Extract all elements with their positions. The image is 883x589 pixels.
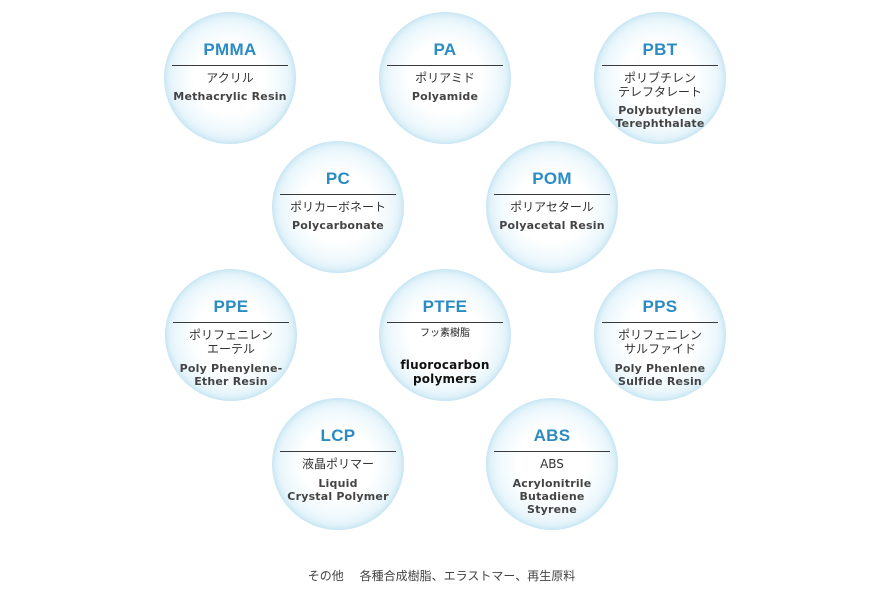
divider (173, 322, 289, 323)
material-name-en: Polyamide (411, 90, 479, 103)
material-name-jp: フッ素樹脂 (420, 328, 470, 339)
material-abbr: PPS (642, 297, 678, 316)
material-abbr: PTFE (422, 297, 468, 316)
footer-label: その他 (307, 569, 344, 583)
material-circle-ptfe: PTFE フッ素樹脂 fluorocarbon polymers (379, 269, 511, 401)
material-abbr: PPE (213, 297, 249, 316)
material-name-jp: ABS (540, 457, 564, 471)
material-abbr: POM (532, 169, 572, 188)
material-name-jp: ポリアミド (415, 71, 475, 85)
material-circle-lcp: LCP 液晶ポリマー Liquid Crystal Polymer (272, 398, 404, 530)
divider (602, 65, 718, 66)
divider (494, 194, 610, 195)
material-name-en: Methacrylic Resin (173, 90, 287, 103)
divider (280, 194, 396, 195)
material-name-en: Poly Phenlene Sulfide Resin (614, 362, 706, 388)
material-circle-pbt: PBT ポリブチレン テレフタレート Polybutylene Terephth… (594, 12, 726, 144)
material-abbr: PBT (642, 40, 678, 59)
material-abbr: PC (325, 169, 351, 188)
divider (602, 322, 718, 323)
divider (172, 65, 288, 66)
footer-text: 各種合成樹脂、エラストマー、再生原料 (359, 569, 576, 583)
material-circle-pom: POM ポリアセタール Polyacetal Resin (486, 141, 618, 273)
material-abbr: LCP (320, 426, 356, 445)
material-name-en: Polycarbonate (292, 219, 384, 232)
material-circle-pa: PA ポリアミド Polyamide (379, 12, 511, 144)
footer-note: その他 各種合成樹脂、エラストマー、再生原料 (0, 567, 883, 584)
material-name-jp: ポリアセタール (510, 200, 594, 214)
divider (387, 65, 503, 66)
material-circle-pc: PC ポリカーボネート Polycarbonate (272, 141, 404, 273)
divider (494, 451, 610, 452)
material-name-jp: ポリフェニレン エーテル (188, 328, 273, 356)
material-abbr: ABS (533, 426, 571, 445)
material-name-en: Polybutylene Terephthalate (615, 104, 705, 130)
material-name-jp: ポリブチレン テレフタレート (617, 71, 702, 99)
material-name-jp: ポリフェニレン サルファイド (617, 328, 702, 356)
material-name-en: Liquid Crystal Polymer (287, 477, 389, 503)
material-name-jp: アクリル (206, 71, 254, 85)
divider (387, 322, 503, 323)
material-circle-pps: PPS ポリフェニレン サルファイド Poly Phenlene Sulfide… (594, 269, 726, 401)
material-name-en: Poly Phenylene- Ether Resin (179, 362, 283, 388)
material-circle-abs: ABS ABS Acrylonitrile Butadiene Styrene (486, 398, 618, 530)
material-name-jp: ポリカーボネート (289, 200, 386, 214)
material-name-jp: 液晶ポリマー (301, 457, 374, 471)
material-name-en: Acrylonitrile Butadiene Styrene (512, 477, 592, 516)
material-abbr: PMMA (203, 40, 257, 59)
material-abbr: PA (433, 40, 457, 59)
divider (280, 451, 396, 452)
material-name-en: fluorocarbon polymers (400, 358, 490, 386)
material-name-en: Polyacetal Resin (499, 219, 605, 232)
material-circle-pmma: PMMA アクリル Methacrylic Resin (164, 12, 296, 144)
material-circle-ppe: PPE ポリフェニレン エーテル Poly Phenylene- Ether R… (165, 269, 297, 401)
